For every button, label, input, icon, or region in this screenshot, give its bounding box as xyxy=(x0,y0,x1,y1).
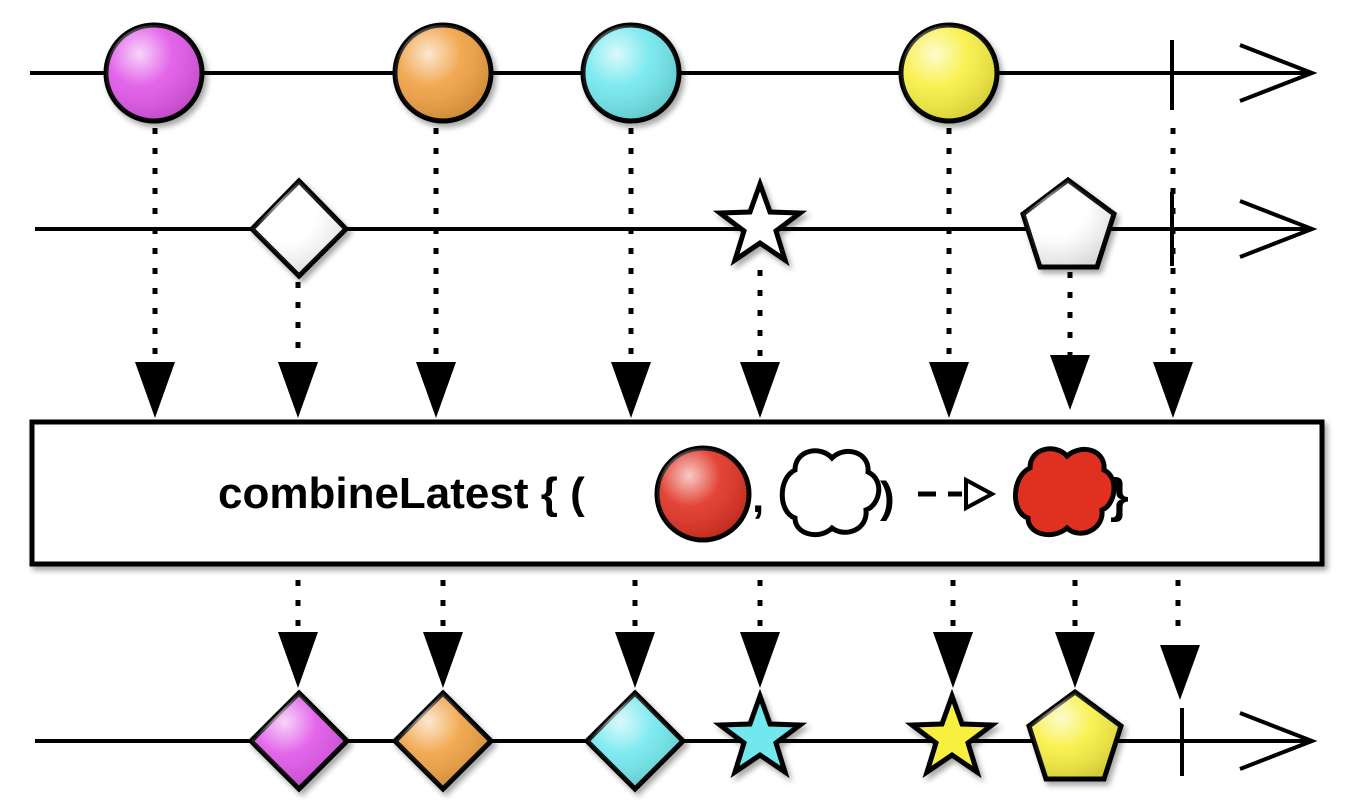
input-a-marbles xyxy=(103,22,1000,124)
marble-cyan-star xyxy=(712,688,808,779)
red-cloud-icon xyxy=(1013,446,1117,538)
marble-magenta-circle xyxy=(103,22,205,124)
white-cloud-icon xyxy=(779,448,882,538)
marble-white-diamond xyxy=(248,177,350,280)
timeline-input-b xyxy=(35,192,1318,266)
operator-close-brace: } xyxy=(1110,470,1129,523)
marble-orange-diamond xyxy=(391,689,495,793)
arrowheads-top xyxy=(135,355,1193,418)
marble-cyan-diamond xyxy=(583,689,687,793)
operator-close-paren: ) xyxy=(880,473,895,522)
marble-white-star xyxy=(712,176,808,267)
marble-yellow-star xyxy=(904,688,1000,779)
output-marbles xyxy=(247,688,1124,793)
marble-yellow-pentagon xyxy=(1026,688,1124,782)
marble-orange-circle xyxy=(392,22,494,124)
connectors-bottom xyxy=(295,580,1181,640)
operator-comma: , xyxy=(752,473,764,522)
marble-yellow-circle xyxy=(898,22,1000,124)
red-ball-icon xyxy=(654,445,752,543)
marble-white-pentagon xyxy=(1020,176,1117,270)
arrowheads-bottom xyxy=(278,632,1200,700)
marble-magenta-diamond xyxy=(247,689,351,793)
marble-cyan-circle xyxy=(580,22,682,124)
operator-box: combineLatest { ( , ) } xyxy=(29,419,1325,567)
connectors-top xyxy=(152,128,1176,360)
dashed-arrow-icon xyxy=(918,476,997,512)
operator-label: combineLatest { ( xyxy=(218,469,585,518)
input-b-marbles xyxy=(248,176,1117,280)
